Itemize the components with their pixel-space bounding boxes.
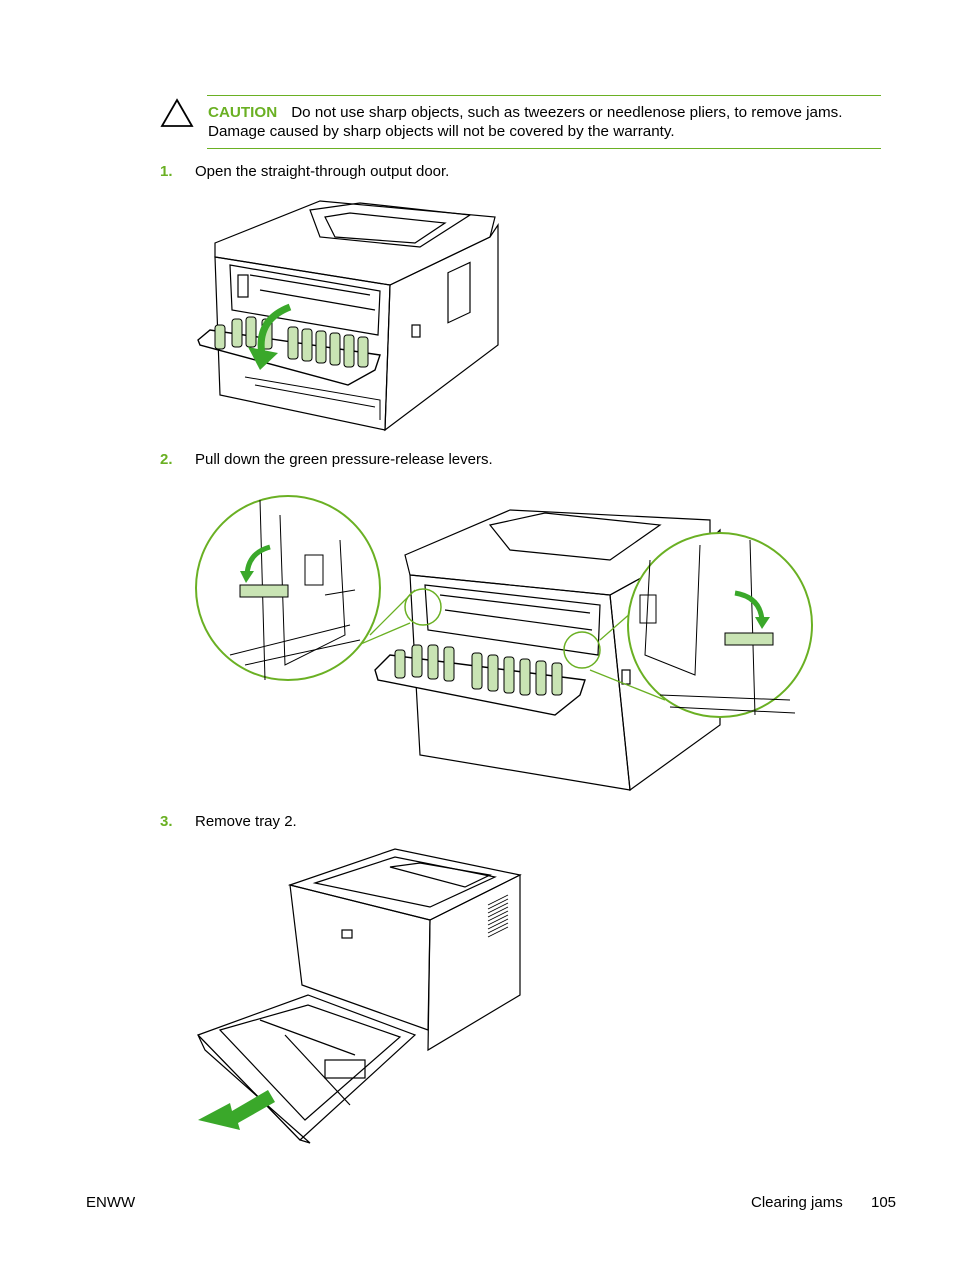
caution-label: CAUTION — [208, 104, 278, 121]
step-2-text: Pull down the green pressure-release lev… — [195, 451, 493, 468]
step-3-text: Remove tray 2. — [195, 813, 297, 830]
step-2-number: 2. — [160, 451, 173, 468]
caution-bottom-rule — [207, 148, 881, 149]
footer-left-label: ENWW — [86, 1194, 136, 1211]
step-3-number: 3. — [160, 813, 173, 830]
printer-open-rear-door-illustration — [197, 200, 499, 432]
printer-remove-tray-illustration — [196, 848, 522, 1144]
step-1-text: Open the straight-through output door. — [195, 163, 450, 180]
footer-section-title: Clearing jams — [751, 1194, 843, 1211]
caution-top-rule — [207, 95, 881, 96]
page-number: 105 — [871, 1194, 897, 1211]
printer-levers-illustration — [195, 495, 813, 792]
caution-text: Do not use sharp objects, such as tweeze… — [208, 104, 843, 140]
step-1-number: 1. — [160, 163, 173, 180]
caution-triangle-icon — [160, 98, 194, 127]
